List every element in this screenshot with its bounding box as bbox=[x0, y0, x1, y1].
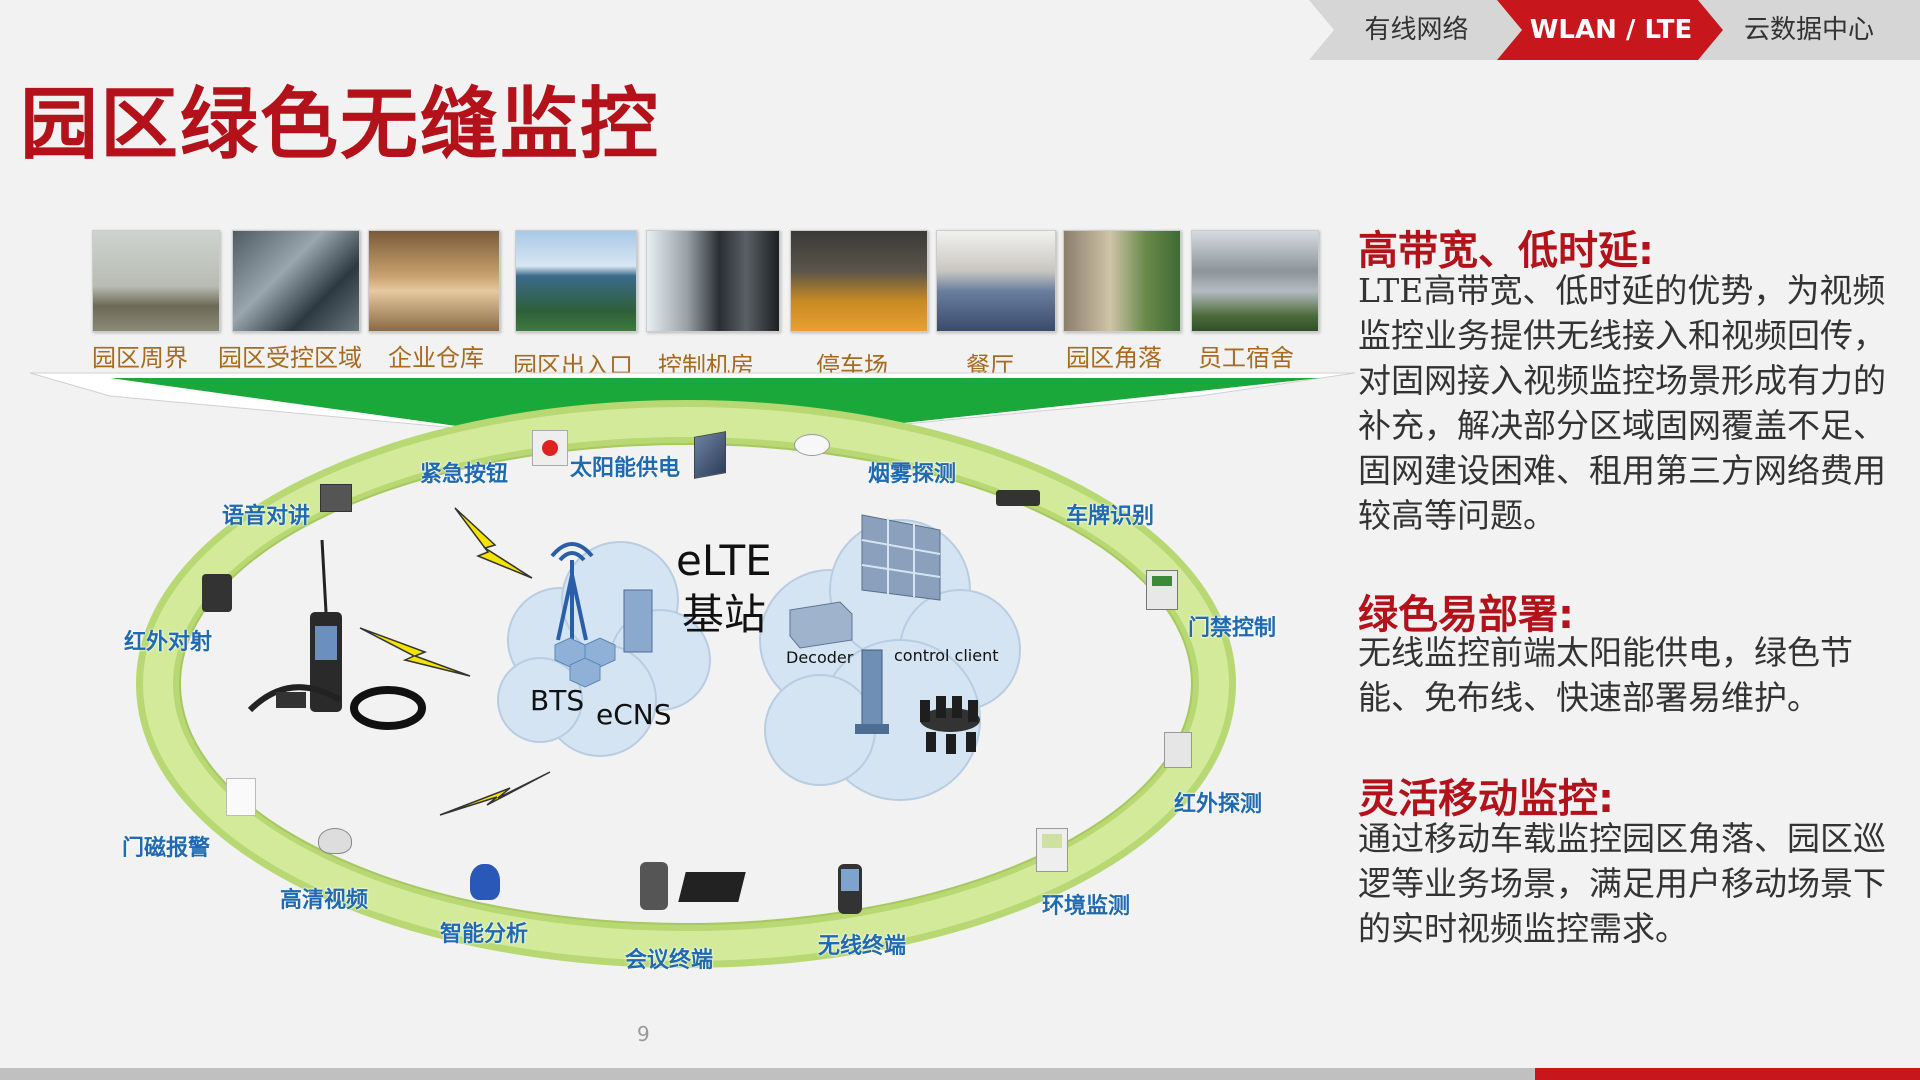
scene-photo-perimeter bbox=[92, 230, 220, 332]
feature-body-green: 无线监控前端太阳能供电，绿色节能、免布线、快速部署易维护。 bbox=[1358, 633, 1853, 717]
device-label-solar-power: 太阳能供电 bbox=[570, 456, 681, 481]
infrared-detector-icon bbox=[1164, 732, 1192, 768]
bts-label: BTS bbox=[530, 684, 585, 717]
scene-photo-entrance bbox=[515, 230, 637, 332]
device-label-infrared-detection: 红外探测 bbox=[1174, 792, 1263, 817]
scene-label: 园区角落 bbox=[1066, 344, 1162, 372]
elte-title-line1: eLTE bbox=[676, 536, 772, 585]
footer-accent bbox=[1535, 1068, 1920, 1080]
conference-terminal-icon bbox=[640, 862, 746, 912]
ecns-label: eCNS bbox=[596, 698, 672, 731]
scene-label: 企业仓库 bbox=[388, 344, 484, 372]
dome-camera-icon bbox=[318, 828, 352, 854]
elte-title: eLTE 基站 bbox=[676, 534, 772, 642]
solar-panel-icon bbox=[694, 431, 726, 479]
feature-body-bandwidth: LTE高带宽、低时延的优势，为视频监控业务提供无线接入和视频回传，对固网接入视频… bbox=[1358, 271, 1886, 535]
device-label-intercom: 语音对讲 bbox=[222, 504, 311, 529]
smoke-detector-icon bbox=[794, 434, 830, 456]
control-client-label: control client bbox=[894, 646, 999, 665]
device-label-environment: 环境监测 bbox=[1042, 894, 1131, 919]
nav-tab-wired[interactable]: 有线网络 bbox=[1309, 0, 1524, 60]
feature-body-mobile: 通过移动车载监控园区角落、园区巡逻等业务场景，满足用户移动场景下的实时视频监控需… bbox=[1358, 819, 1886, 948]
emergency-button-icon bbox=[532, 430, 568, 466]
ecns-server-icon bbox=[623, 589, 653, 653]
device-label-infrared-beam: 红外对射 bbox=[124, 630, 213, 655]
device-label-emergency-button: 紧急按钮 bbox=[420, 462, 509, 487]
device-label-door-alarm: 门磁报警 bbox=[122, 836, 211, 861]
environment-monitor-icon bbox=[1036, 828, 1068, 872]
page-number: 9 bbox=[637, 1022, 650, 1046]
scene-label: 园区受控区域 bbox=[218, 344, 362, 372]
footer-bar bbox=[0, 1068, 1920, 1080]
feature-heading-bandwidth: 高带宽、低时延: bbox=[1358, 228, 1654, 274]
analytics-head-icon bbox=[470, 864, 500, 900]
device-label-wireless-terminal: 无线终端 bbox=[818, 934, 907, 959]
scene-label: 园区周界 bbox=[92, 344, 188, 372]
access-control-icon bbox=[1146, 570, 1178, 610]
elte-title-line2: 基站 bbox=[681, 590, 766, 639]
scene-photo-dormitory bbox=[1191, 230, 1319, 332]
device-label-access-control: 门禁控制 bbox=[1188, 616, 1277, 641]
nav-tab-cloud-dc[interactable]: 云数据中心 bbox=[1698, 0, 1920, 60]
decoder-label: Decoder bbox=[786, 648, 854, 667]
page-title: 园区绿色无缝监控 bbox=[20, 80, 661, 170]
scene-photo-restaurant bbox=[936, 230, 1056, 332]
device-label-plate-recognition: 车牌识别 bbox=[1066, 504, 1155, 529]
device-label-smart-analytics: 智能分析 bbox=[440, 922, 529, 947]
device-label-conference-terminal: 会议终端 bbox=[625, 948, 714, 973]
feature-heading-green: 绿色易部署: bbox=[1358, 592, 1574, 638]
scene-photo-parking bbox=[790, 230, 928, 332]
infrared-beam-icon bbox=[202, 574, 232, 612]
scene-photo-warehouse bbox=[368, 230, 500, 332]
wireless-terminal-icon bbox=[838, 864, 862, 914]
network-diagram bbox=[29, 372, 1356, 968]
scene-photo-server-room bbox=[646, 230, 780, 332]
device-label-smoke-detection: 烟雾探测 bbox=[868, 462, 957, 487]
plate-camera-icon bbox=[996, 490, 1040, 506]
scene-photo-corner bbox=[1063, 230, 1181, 332]
device-label-hd-video: 高清视频 bbox=[280, 888, 369, 913]
feature-heading-mobile: 灵活移动监控: bbox=[1358, 776, 1614, 822]
intercom-icon bbox=[320, 484, 352, 512]
door-sensor-icon bbox=[226, 778, 256, 816]
nav-tab-wlan-lte[interactable]: WLAN / LTE bbox=[1497, 0, 1725, 60]
scene-label: 员工宿舍 bbox=[1198, 344, 1294, 372]
scene-photo-controlled-area bbox=[232, 230, 360, 332]
